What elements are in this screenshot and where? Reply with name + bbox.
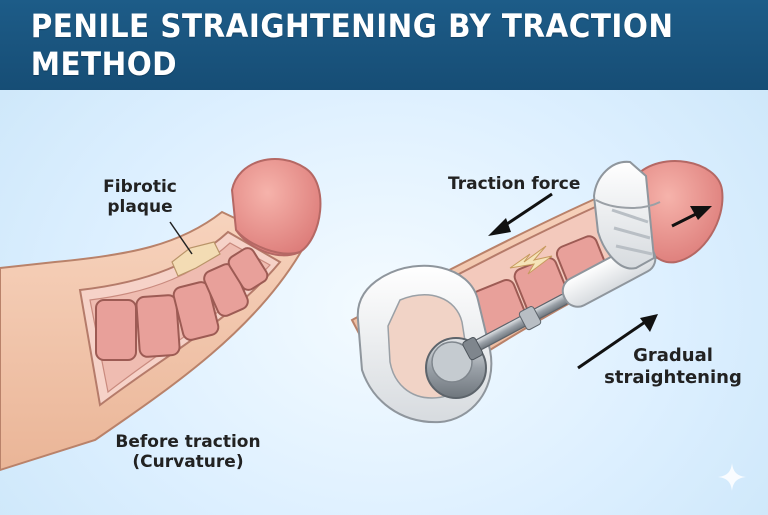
title-banner: PENILE STRAIGHTENING BY TRACTION METHOD [0, 0, 768, 90]
traction-force-arrow [488, 192, 553, 236]
curvature-text: (Curvature) [132, 452, 244, 473]
traction-force-label: Traction force [448, 174, 581, 194]
gradual-straightening-arrow [577, 314, 658, 370]
gradual-text: Gradual [633, 345, 713, 366]
page-title: PENILE STRAIGHTENING BY TRACTION METHOD [30, 7, 674, 83]
before-traction-label: Before traction (Curvature) [98, 432, 278, 473]
fibrotic-plaque-label: Fibrotic plaque [100, 177, 180, 218]
before-traction-text: Before traction [115, 432, 261, 452]
distal-pull-arrow [671, 206, 712, 228]
fibrotic-plaque-text: Fibrotic plaque [103, 177, 177, 218]
curved-penis [0, 158, 322, 472]
sparkle-icon [718, 463, 746, 491]
gradual-straightening-label: Gradual straightening [598, 345, 748, 388]
traction-penis [350, 160, 724, 424]
straightening-text: straightening [604, 366, 742, 388]
